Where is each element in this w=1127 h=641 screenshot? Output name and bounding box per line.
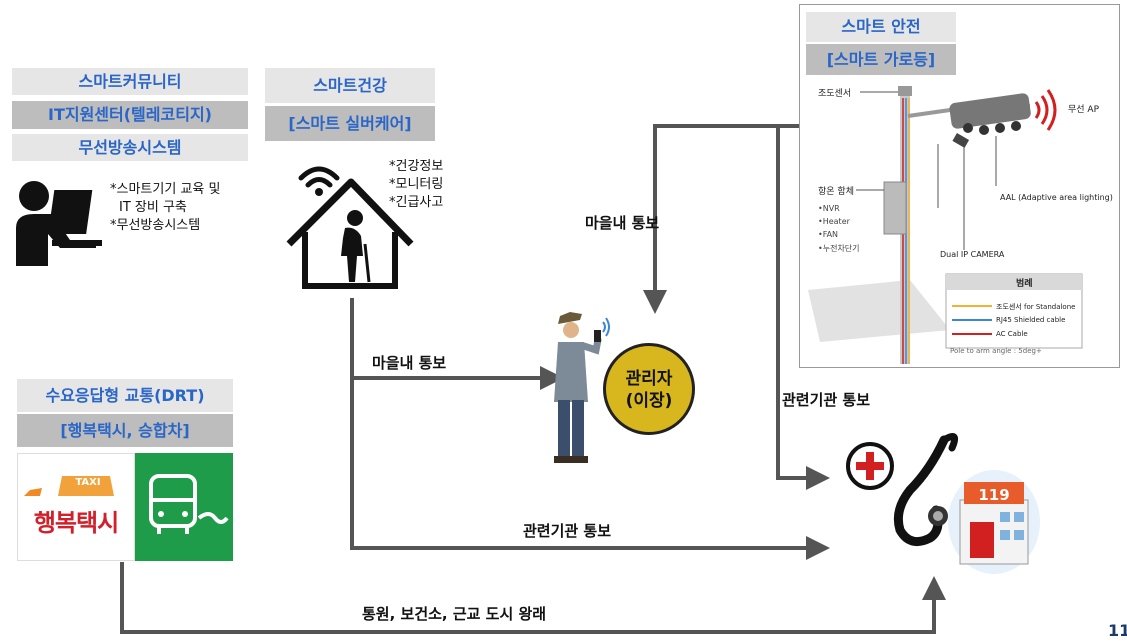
safety-title: 스마트 안전 [806, 12, 956, 42]
manager-label-1: 관리자 [625, 369, 673, 389]
taxi-sign-label: TAXI [75, 477, 101, 488]
drt-title: 수요응답형 교통(DRT) [17, 379, 233, 412]
manager-circle [603, 343, 695, 435]
flow-label-commute: 통원, 보건소, 근교 도시 왕래 [362, 605, 547, 623]
health-title: 스마트건강 [265, 68, 435, 103]
enclosure-item-fan: •FAN [818, 230, 839, 239]
community-line2: IT지원센터(텔레코티지) [12, 101, 248, 129]
arrow-streetlight-to-emergency [776, 126, 830, 490]
health-subtitle: [스마트 실버케어] [265, 106, 435, 141]
enclosure-label: 항온 함체 [818, 187, 854, 197]
enclosure-item-breaker: •누전차단기 [818, 244, 860, 253]
legend-item-sensor: 조도센서 for Standalone [996, 303, 1076, 311]
fire-station-sign: 119 [978, 486, 1010, 504]
enclosure-item-heater: •Heater [818, 217, 850, 226]
flow-label-village-top: 마을내 통보 [585, 214, 660, 232]
health-note-3: *긴급사고 [389, 195, 444, 210]
flow-label-village-mid: 마을내 통보 [372, 354, 447, 372]
legend-item-ac: AC Cable [996, 330, 1028, 338]
arrow-streetlight-to-manager [643, 124, 803, 314]
drt-subtitle: [행복택시, 승합차] [17, 414, 233, 447]
fire-station-119-icon [948, 470, 1040, 574]
flow-label-agency-right: 관련기관 통보 [782, 391, 871, 409]
bus-icon [149, 474, 229, 534]
legend-title: 범례 [1016, 279, 1033, 289]
manager-figure-icon [554, 312, 610, 463]
angle-note: Pole to arm angle : 5deg+ [950, 347, 1042, 355]
community-note-3: *무선방송시스템 [110, 218, 201, 233]
manager-label-2: (이장) [625, 391, 673, 411]
aal-label: AAL (Adaptive area lighting) [1000, 193, 1113, 202]
laptop-user-icon [16, 181, 102, 266]
safety-subtitle: [스마트 가로등] [806, 44, 956, 75]
arrow-health-to-emergency [350, 298, 830, 560]
camera-label: Dual IP CAMERA [940, 250, 1005, 259]
arrow-drt-to-emergency [120, 562, 946, 634]
taxi-sign-icon [24, 476, 114, 496]
page-number: 11 [1108, 621, 1127, 640]
community-line3: 무선방송시스템 [12, 134, 248, 161]
community-note-1: *스마트기기 교육 및 [110, 182, 221, 197]
wireless-ap-label: 무선 AP [1068, 105, 1100, 115]
legend-item-rj45: RJ45 Shielded cable [996, 316, 1066, 324]
light-sensor-label: 조도센서 [818, 89, 852, 99]
health-note-2: *모니터링 [389, 177, 444, 192]
taxi-name: 행복택시 [33, 509, 119, 537]
community-note-2: IT 장비 구축 [119, 200, 187, 215]
streetlight-diagram [808, 86, 1083, 364]
health-note-1: *건강정보 [389, 159, 444, 174]
medical-stethoscope-icon [846, 432, 959, 547]
community-title: 스마트커뮤니티 [12, 68, 248, 95]
smart-home-elderly-icon [286, 166, 414, 289]
flow-label-agency-bottom: 관련기관 통보 [523, 522, 612, 540]
enclosure-item-nvr: •NVR [818, 204, 840, 213]
taxi-tile [17, 453, 135, 561]
